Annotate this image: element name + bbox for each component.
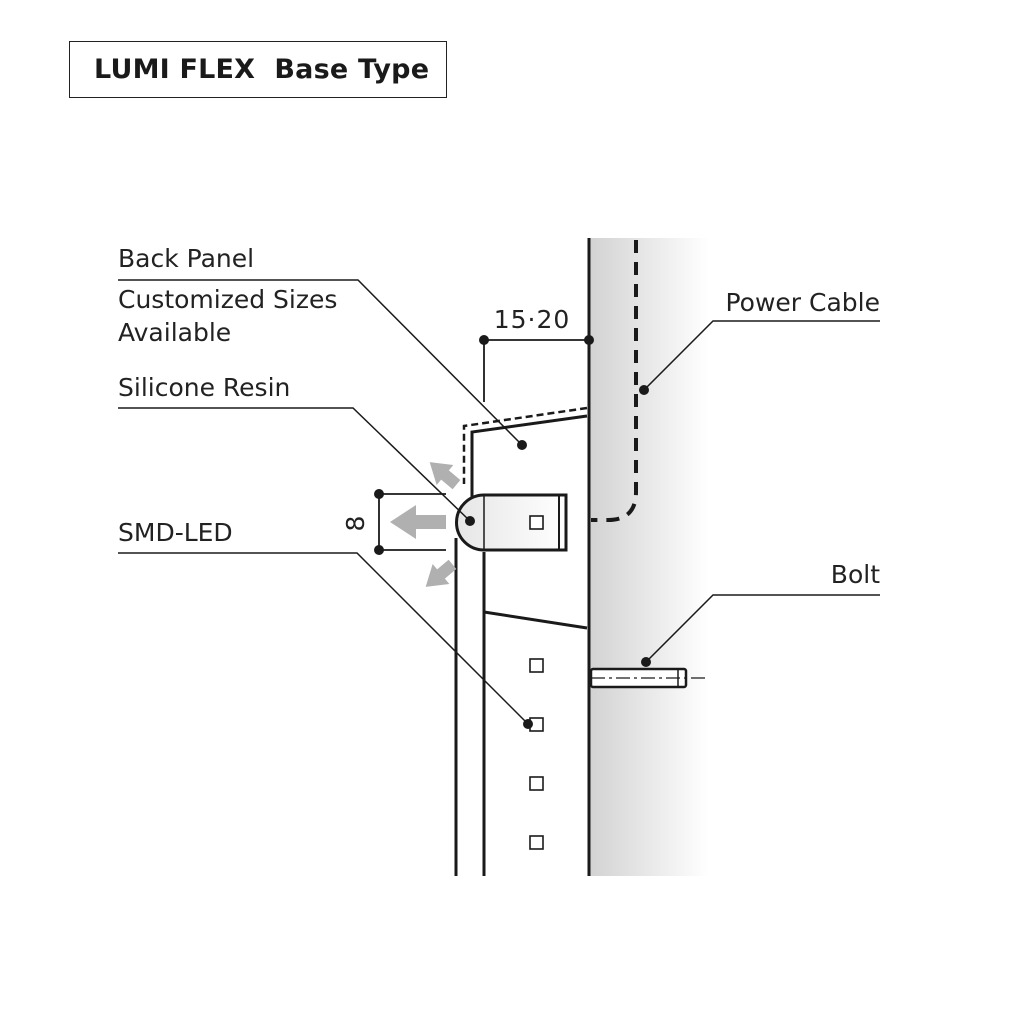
wall — [589, 238, 709, 876]
label-available: Available — [118, 318, 231, 347]
led-chip — [529, 658, 544, 673]
back-panel — [454, 414, 588, 876]
label-power-cable: Power Cable — [725, 288, 880, 317]
label-back-panel: Back Panel — [118, 244, 254, 273]
leader-bolt — [645, 594, 880, 663]
page-title: LUMI FLEX Base Type — [69, 41, 447, 98]
smd-led-chips — [529, 515, 544, 850]
light-arrows — [390, 462, 461, 587]
leader-lines — [118, 279, 880, 725]
led-chip — [529, 515, 544, 530]
led-chip — [529, 776, 544, 791]
dimension-gap-label: 15·20 — [494, 305, 571, 334]
bolt — [589, 667, 706, 689]
label-customized-sizes: Customized Sizes — [118, 285, 337, 314]
leader-smd-led — [118, 552, 529, 725]
arrow-left — [390, 505, 446, 539]
label-smd-led: SMD-LED — [118, 518, 233, 547]
leader-power-cable — [643, 320, 880, 391]
dimension-height — [378, 493, 446, 551]
leader-dots — [465, 385, 651, 729]
panel-outline-dashed — [462, 406, 588, 484]
label-bolt: Bolt — [831, 560, 880, 589]
power-cable — [591, 240, 638, 522]
leader-silicone-resin — [118, 407, 471, 522]
leader-back-panel — [118, 279, 523, 446]
label-silicone-resin: Silicone Resin — [118, 373, 290, 402]
led-module — [455, 493, 568, 552]
dimension-gap — [483, 339, 589, 402]
dimension-height-label: 8 — [341, 515, 370, 532]
led-chip — [529, 835, 544, 850]
arrow-up-left — [429, 462, 461, 490]
arrow-down-left — [425, 559, 457, 587]
